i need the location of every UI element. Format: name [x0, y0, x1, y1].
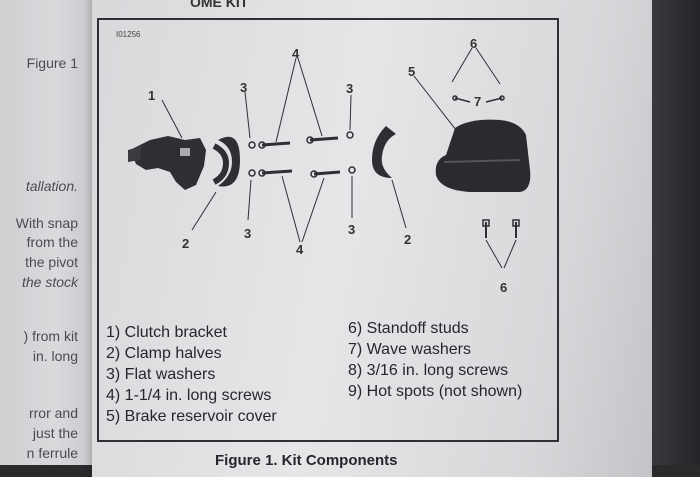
clamp-half-illustration — [212, 136, 240, 187]
dark-background — [652, 0, 700, 465]
callout-label: 4 — [296, 242, 304, 257]
callout-label: 3 — [240, 80, 247, 95]
list-item: 4) 1-1/4 in. long screws — [106, 387, 272, 404]
left-line: tallation. — [25, 178, 78, 194]
left-line: n ferrule — [26, 445, 78, 461]
callout-label: 1 — [148, 88, 155, 103]
components-list-left: 1) Clutch bracket 2) Clamp halves 3) Fla… — [106, 322, 277, 427]
left-line: the stock — [21, 274, 78, 290]
callout-label: 7 — [474, 94, 481, 109]
callout-label: 6 — [500, 280, 507, 295]
components-list-right: 6) Standoff studs 7) Wave washers 8) 3/1… — [348, 318, 522, 402]
list-item: 6) Standoff studs — [348, 320, 469, 337]
left-line: Figure 1 — [26, 55, 78, 71]
list-item: 9) Hot spots (not shown) — [348, 383, 523, 400]
left-line: rror and — [28, 405, 78, 421]
figure-frame — [97, 18, 559, 442]
callout-label: 2 — [404, 232, 411, 247]
left-line: from the — [26, 234, 78, 250]
clutch-bracket-illustration — [128, 136, 206, 190]
callout-label: 4 — [292, 46, 300, 61]
leader-lines — [161, 47, 517, 269]
list-item: 5) Brake reservoir cover — [106, 408, 277, 425]
page-header-fragment: OME KIT — [190, 0, 249, 10]
list-item: 7) Wave washers — [348, 341, 471, 358]
callout-label: 5 — [408, 64, 415, 79]
left-line: With snap — [15, 215, 78, 231]
callout-label: 6 — [470, 36, 477, 51]
figure-caption: Figure 1. Kit Components — [215, 452, 398, 469]
document-code: I01256 — [116, 30, 141, 39]
callout-label: 2 — [182, 236, 189, 251]
list-item: 3) Flat washers — [106, 366, 216, 383]
washers-and-screws — [248, 95, 520, 238]
list-item: 1) Clutch bracket — [106, 324, 227, 341]
list-item: 2) Clamp halves — [106, 345, 222, 362]
left-line: ) from kit — [23, 328, 78, 344]
left-line: in. long — [32, 348, 78, 364]
list-item: 8) 3/16 in. long screws — [348, 362, 509, 379]
callout-label: 3 — [244, 226, 251, 241]
kit-components-diagram: 1 2 3 3 4 4 3 3 2 5 6 7 6 — [128, 36, 531, 295]
clamp-half-illustration — [372, 126, 396, 178]
callout-label: 3 — [348, 222, 355, 237]
callout-label: 3 — [346, 81, 353, 96]
left-page-fragment: Figure 1 tallation. With snap from the t… — [0, 0, 92, 465]
left-line: just the — [32, 425, 78, 441]
left-line: the pivot — [25, 254, 78, 270]
brake-reservoir-cover-illustration — [435, 119, 531, 192]
